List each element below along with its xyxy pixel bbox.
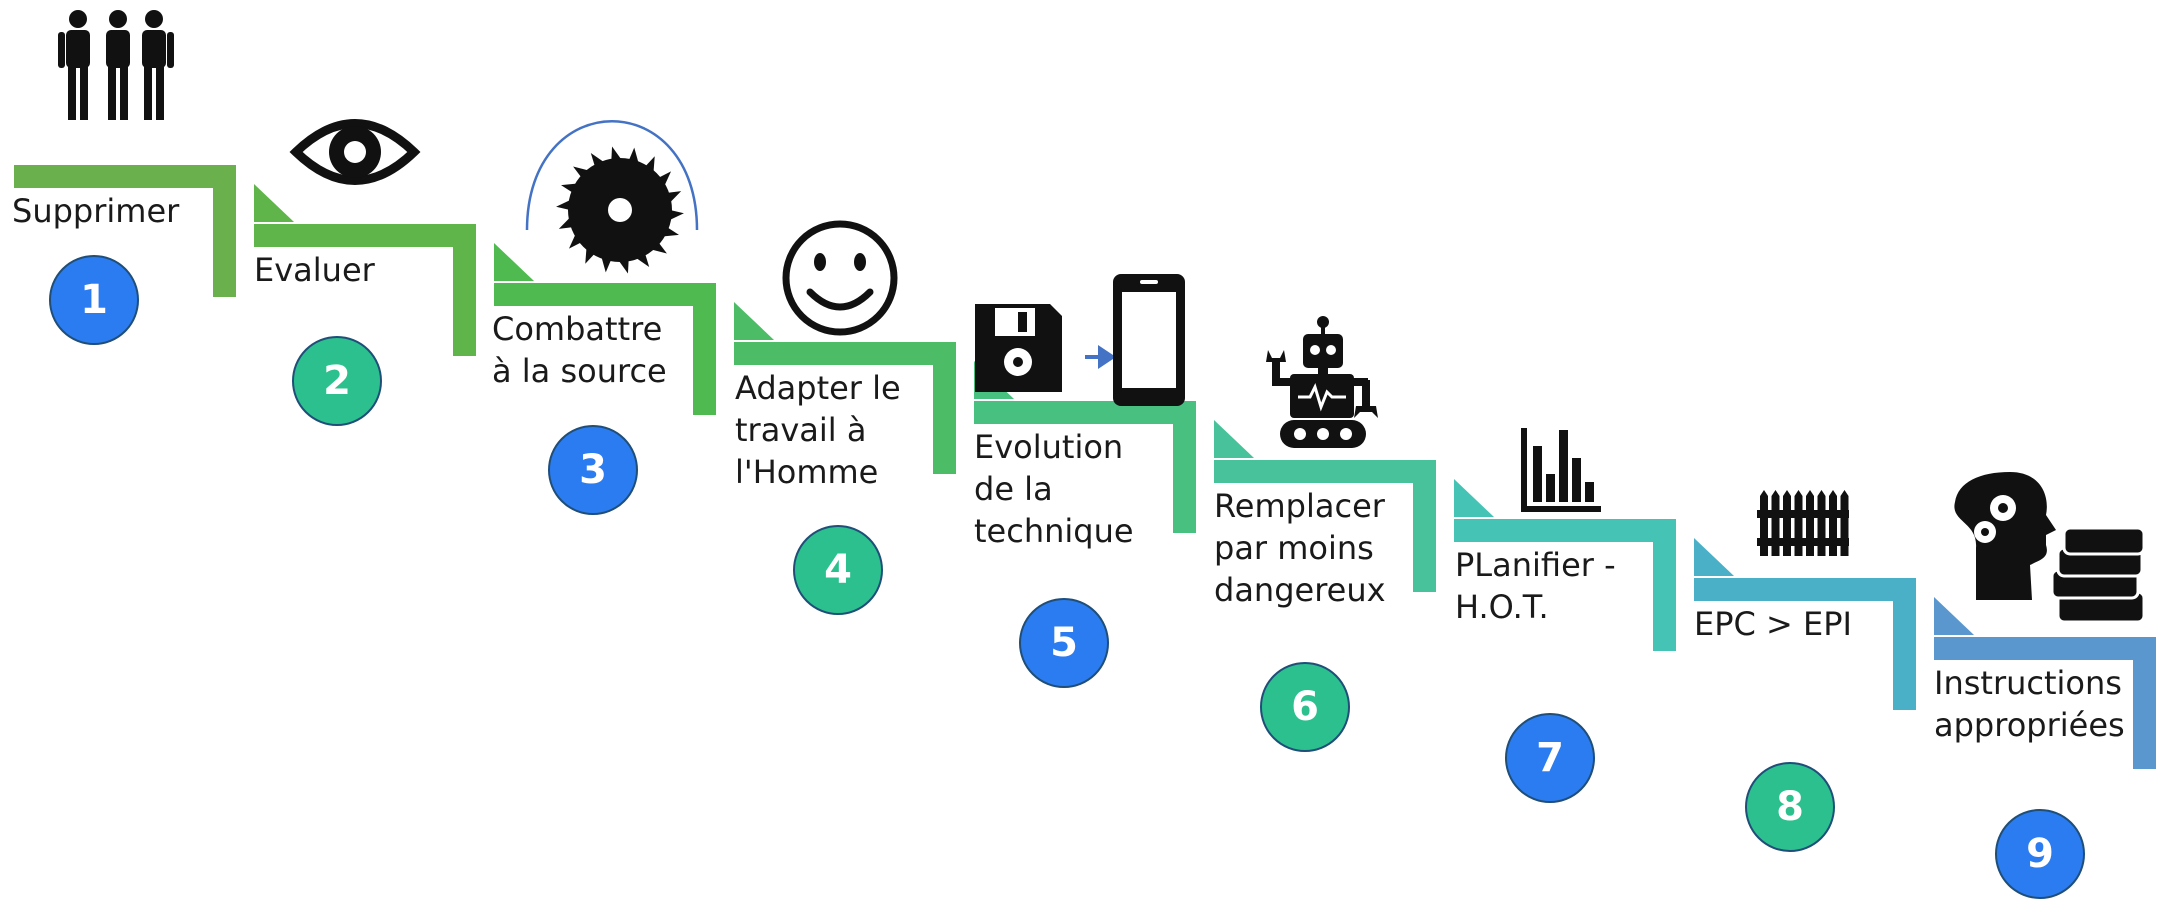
step-4 [734,302,956,474]
step-arrow-triangle [734,302,774,340]
fence-icon [1757,490,1849,556]
step-label: PLanifier - H.O.T. [1455,546,1616,626]
step-number-badge: 6 [1260,662,1350,752]
step-arrow-triangle [1694,538,1734,576]
step-label: Supprimer [12,192,180,230]
step-number-badge: 7 [1505,713,1595,803]
step-bar [1214,460,1436,592]
step-9 [1934,597,2156,769]
step-number-badge: 9 [1995,809,2085,899]
step-arrow-triangle [254,184,294,222]
step-1 [14,165,236,297]
robot-icon [1266,316,1378,448]
step-label: Evaluer [254,251,375,289]
people-group-icon [58,10,174,120]
smiley-icon [782,220,898,336]
head-gears-books-icon [1954,472,2146,624]
step-2 [254,184,476,356]
step-label: Adapter le travail à l'Homme [735,369,901,491]
step-number-badge: 4 [793,525,883,615]
step-6 [1214,420,1436,592]
step-arrow-triangle [1454,479,1494,517]
step-number-badge: 5 [1019,598,1109,688]
step-bar [1694,578,1916,710]
step-arrow-triangle [1214,420,1254,458]
step-label: Evolution de la technique [974,428,1134,550]
step-bar [1934,637,2156,769]
step-arrow-triangle [1934,597,1974,635]
step-number-badge: 2 [292,336,382,426]
step-number-badge: 1 [49,255,139,345]
step-label: EPC > EPI [1694,605,1852,643]
step-8 [1694,538,1916,710]
step-label: Instructions appropriées [1934,664,2125,744]
step-arrow-triangle [494,243,534,281]
step-bar [254,224,476,356]
bar-chart-icon [1521,428,1601,512]
floppy-to-phone-icon [975,274,1185,406]
eye-icon [289,119,421,185]
step-label: Remplacer par moins dangereux [1214,487,1386,609]
step-3 [494,243,716,415]
step-7 [1454,479,1676,651]
step-bar [1454,519,1676,651]
step-bar [974,401,1196,533]
step-label: Combattre à la source [492,310,667,390]
step-number-badge: 8 [1745,762,1835,852]
step-bar [734,342,956,474]
step-bar [494,283,716,415]
step-bar [14,165,236,297]
saw-blade-icon [525,120,699,274]
step-number-badge: 3 [548,425,638,515]
